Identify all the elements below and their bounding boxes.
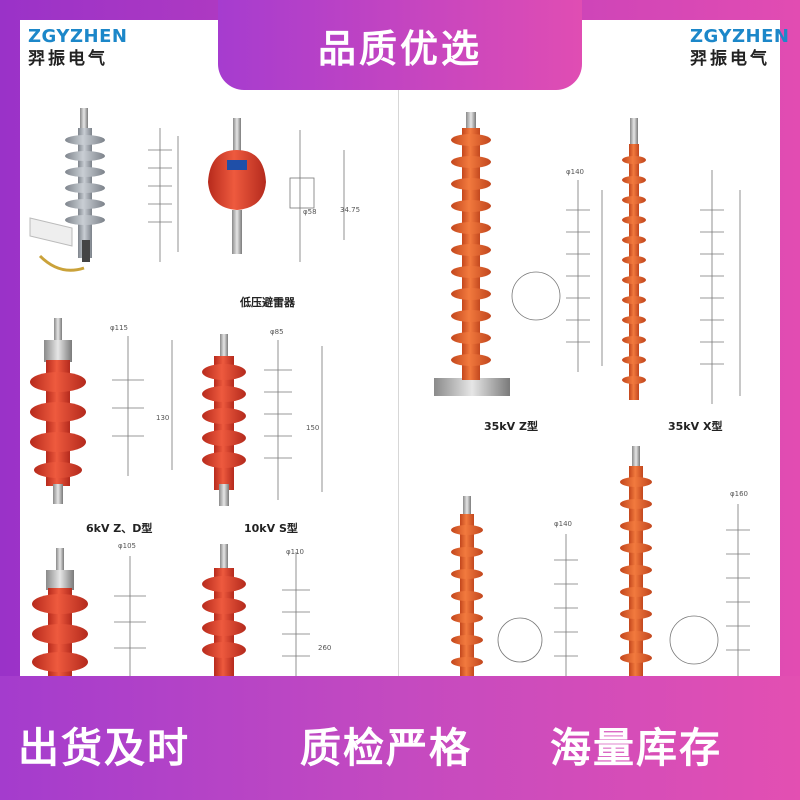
arrester-10kv-drawing	[264, 340, 323, 500]
grey-arrester-drawing	[148, 128, 179, 262]
dim-label: 34.75	[340, 206, 360, 214]
dim-label: φ58	[303, 208, 317, 216]
arrester-bottom-right-a-photo	[451, 496, 483, 676]
catalog-divider	[398, 20, 399, 680]
bottom-banner	[0, 676, 800, 800]
dim-label: φ110	[286, 548, 304, 556]
tag-strict-inspection: 质检严格	[300, 724, 472, 772]
caption-6kv: 6kV Z、D型	[86, 522, 153, 535]
tag-fast-shipping: 出货及时	[18, 724, 190, 772]
arrester-bottom-right-b-drawing	[669, 504, 750, 676]
grey-arrester-photo	[29, 108, 105, 272]
arrester-35kv-x-drawing	[700, 170, 741, 404]
arrester-bottom-left-drawing	[114, 556, 146, 676]
arrester-bottom-right-a-drawing	[497, 534, 578, 676]
brand-name-cn: 羿振电气	[28, 49, 108, 69]
dim-label: 130	[156, 414, 169, 422]
caption-35kv-z: 35kV Z型	[484, 420, 538, 433]
low-voltage-arrester-photo	[208, 118, 266, 254]
dim-label: φ115	[110, 324, 128, 332]
arrester-35kv-z-photo	[434, 112, 510, 396]
arrester-35kv-z-drawing	[511, 180, 603, 372]
dim-label: 260	[318, 644, 331, 652]
dim-label: φ85	[270, 328, 284, 336]
arrester-bottom-mid-photo	[202, 544, 246, 676]
brand-name-en: ZGYZHEN	[28, 26, 128, 47]
top-banner	[218, 0, 582, 90]
dim-label: φ160	[730, 490, 748, 498]
brand-name-en: ZGYZHEN	[690, 26, 790, 47]
arrester-35kv-x-photo	[622, 118, 646, 400]
arrester-bottom-right-b-photo	[620, 446, 652, 676]
caption-low-voltage: 低压避雷器	[240, 296, 295, 309]
catalog-sheet	[20, 20, 780, 680]
arrester-6kv-drawing	[112, 336, 173, 476]
caption-35kv-x: 35kV X型	[668, 420, 723, 433]
dim-label: φ140	[554, 520, 572, 528]
brand-logo-left: ZGYZHEN 羿振电气	[28, 28, 127, 68]
arrester-10kv-photo	[202, 334, 246, 506]
caption-10kv: 10kV S型	[244, 522, 298, 535]
tag-large-stock: 海量库存	[550, 724, 722, 772]
dim-label: 150	[306, 424, 319, 432]
dim-label: φ105	[118, 542, 136, 550]
banner-title: 品质优选	[317, 27, 482, 71]
dim-label: φ140	[566, 168, 584, 176]
arrester-bottom-left-photo	[32, 548, 88, 676]
arrester-bottom-mid-drawing	[282, 552, 310, 676]
brand-logo-right: ZGYZHEN 羿振电气	[690, 28, 789, 68]
low-voltage-arrester-drawing	[289, 130, 345, 262]
arrester-6kv-photo	[30, 318, 86, 504]
brand-name-cn: 羿振电气	[690, 49, 770, 69]
